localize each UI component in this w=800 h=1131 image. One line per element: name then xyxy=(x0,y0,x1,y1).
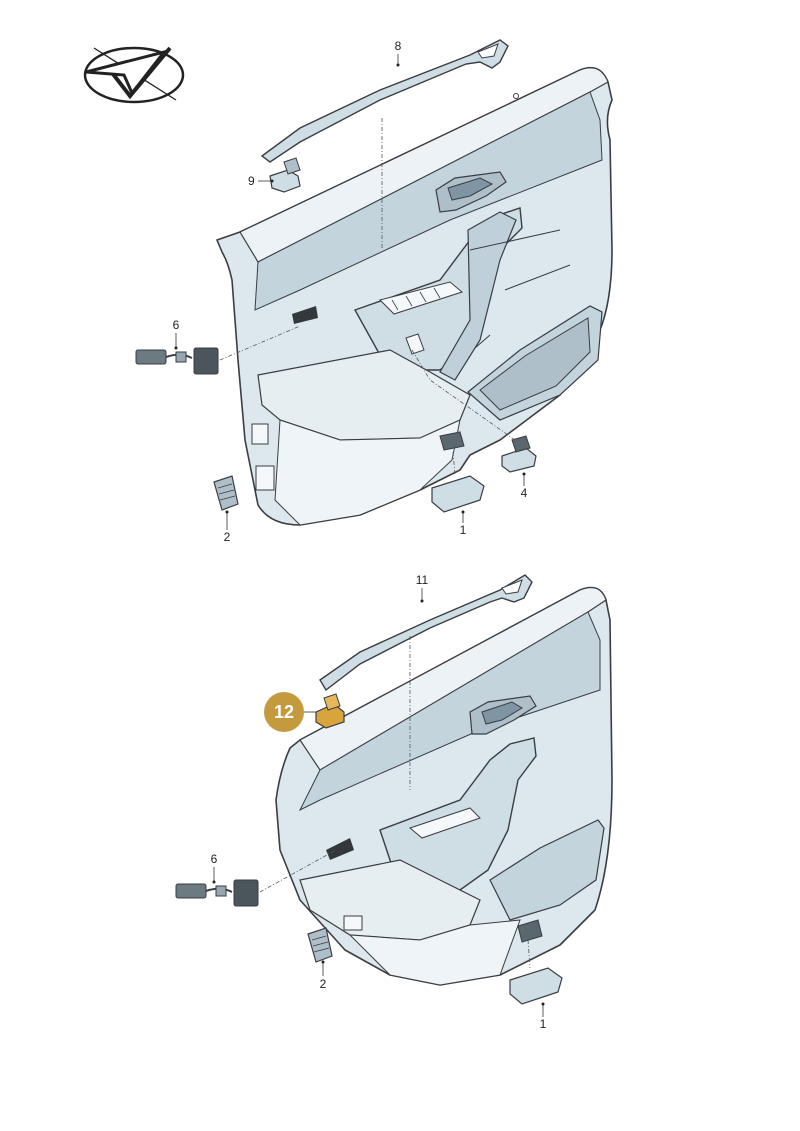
rear-control-module-part xyxy=(509,967,563,1005)
rear-door-trim-panel xyxy=(275,586,613,986)
callout-8: 8 xyxy=(395,39,402,53)
wiring-harness-part xyxy=(135,347,219,375)
callout-9: 9 xyxy=(248,174,255,188)
clip-part xyxy=(269,157,301,193)
control-module-part xyxy=(431,431,485,513)
rear-speaker-grille-part xyxy=(307,927,333,963)
switch-part xyxy=(501,435,537,473)
assembly-lines-top xyxy=(219,118,516,476)
callouts-top: 8 9 6 2 1 4 xyxy=(173,39,528,544)
callout-12: 12 xyxy=(274,702,294,722)
callouts-bottom: 11 12 6 2 1 xyxy=(211,573,547,1031)
callout-6: 6 xyxy=(173,318,180,332)
rear-wiring-harness-part xyxy=(175,879,259,907)
rear-callout-1: 1 xyxy=(540,1017,547,1031)
callout-4: 4 xyxy=(521,486,528,500)
trim-strip-part xyxy=(260,39,509,163)
callout-1: 1 xyxy=(460,523,467,537)
checkmark-logo-icon xyxy=(83,46,185,104)
front-door-trim-panel xyxy=(216,66,613,526)
assembly-lines-bottom xyxy=(259,636,531,969)
callout-11: 11 xyxy=(416,573,429,587)
callout-2: 2 xyxy=(224,530,231,544)
rear-trim-strip-part xyxy=(319,574,533,692)
highlighted-clip-part xyxy=(315,693,345,729)
rear-callout-2: 2 xyxy=(320,977,327,991)
rear-callout-6: 6 xyxy=(211,852,218,866)
callout-12-badge: 12 xyxy=(264,692,316,732)
speaker-grille-part xyxy=(213,475,239,511)
